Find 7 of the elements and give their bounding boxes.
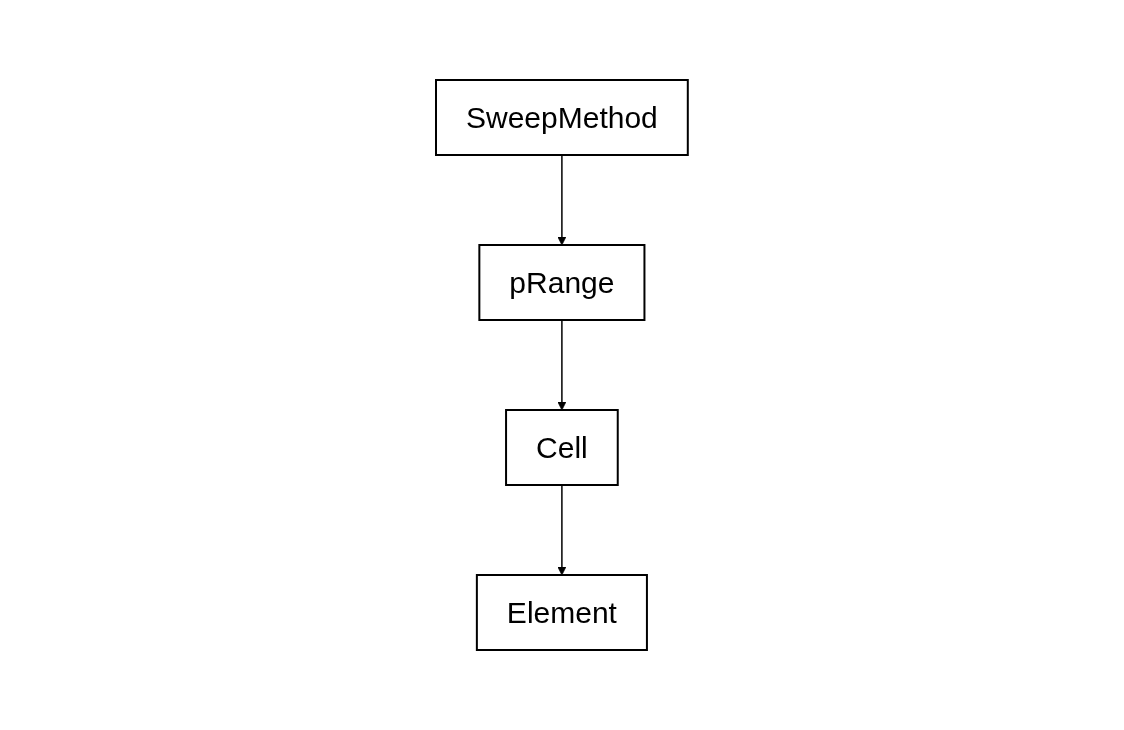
- node-box: pRange: [478, 244, 646, 321]
- node-box: SweepMethod: [435, 79, 689, 156]
- arrow: [557, 319, 567, 411]
- arrow: [557, 154, 567, 246]
- arrow: [557, 484, 567, 576]
- node-box: Cell: [505, 409, 619, 486]
- node-box: Element: [475, 574, 648, 651]
